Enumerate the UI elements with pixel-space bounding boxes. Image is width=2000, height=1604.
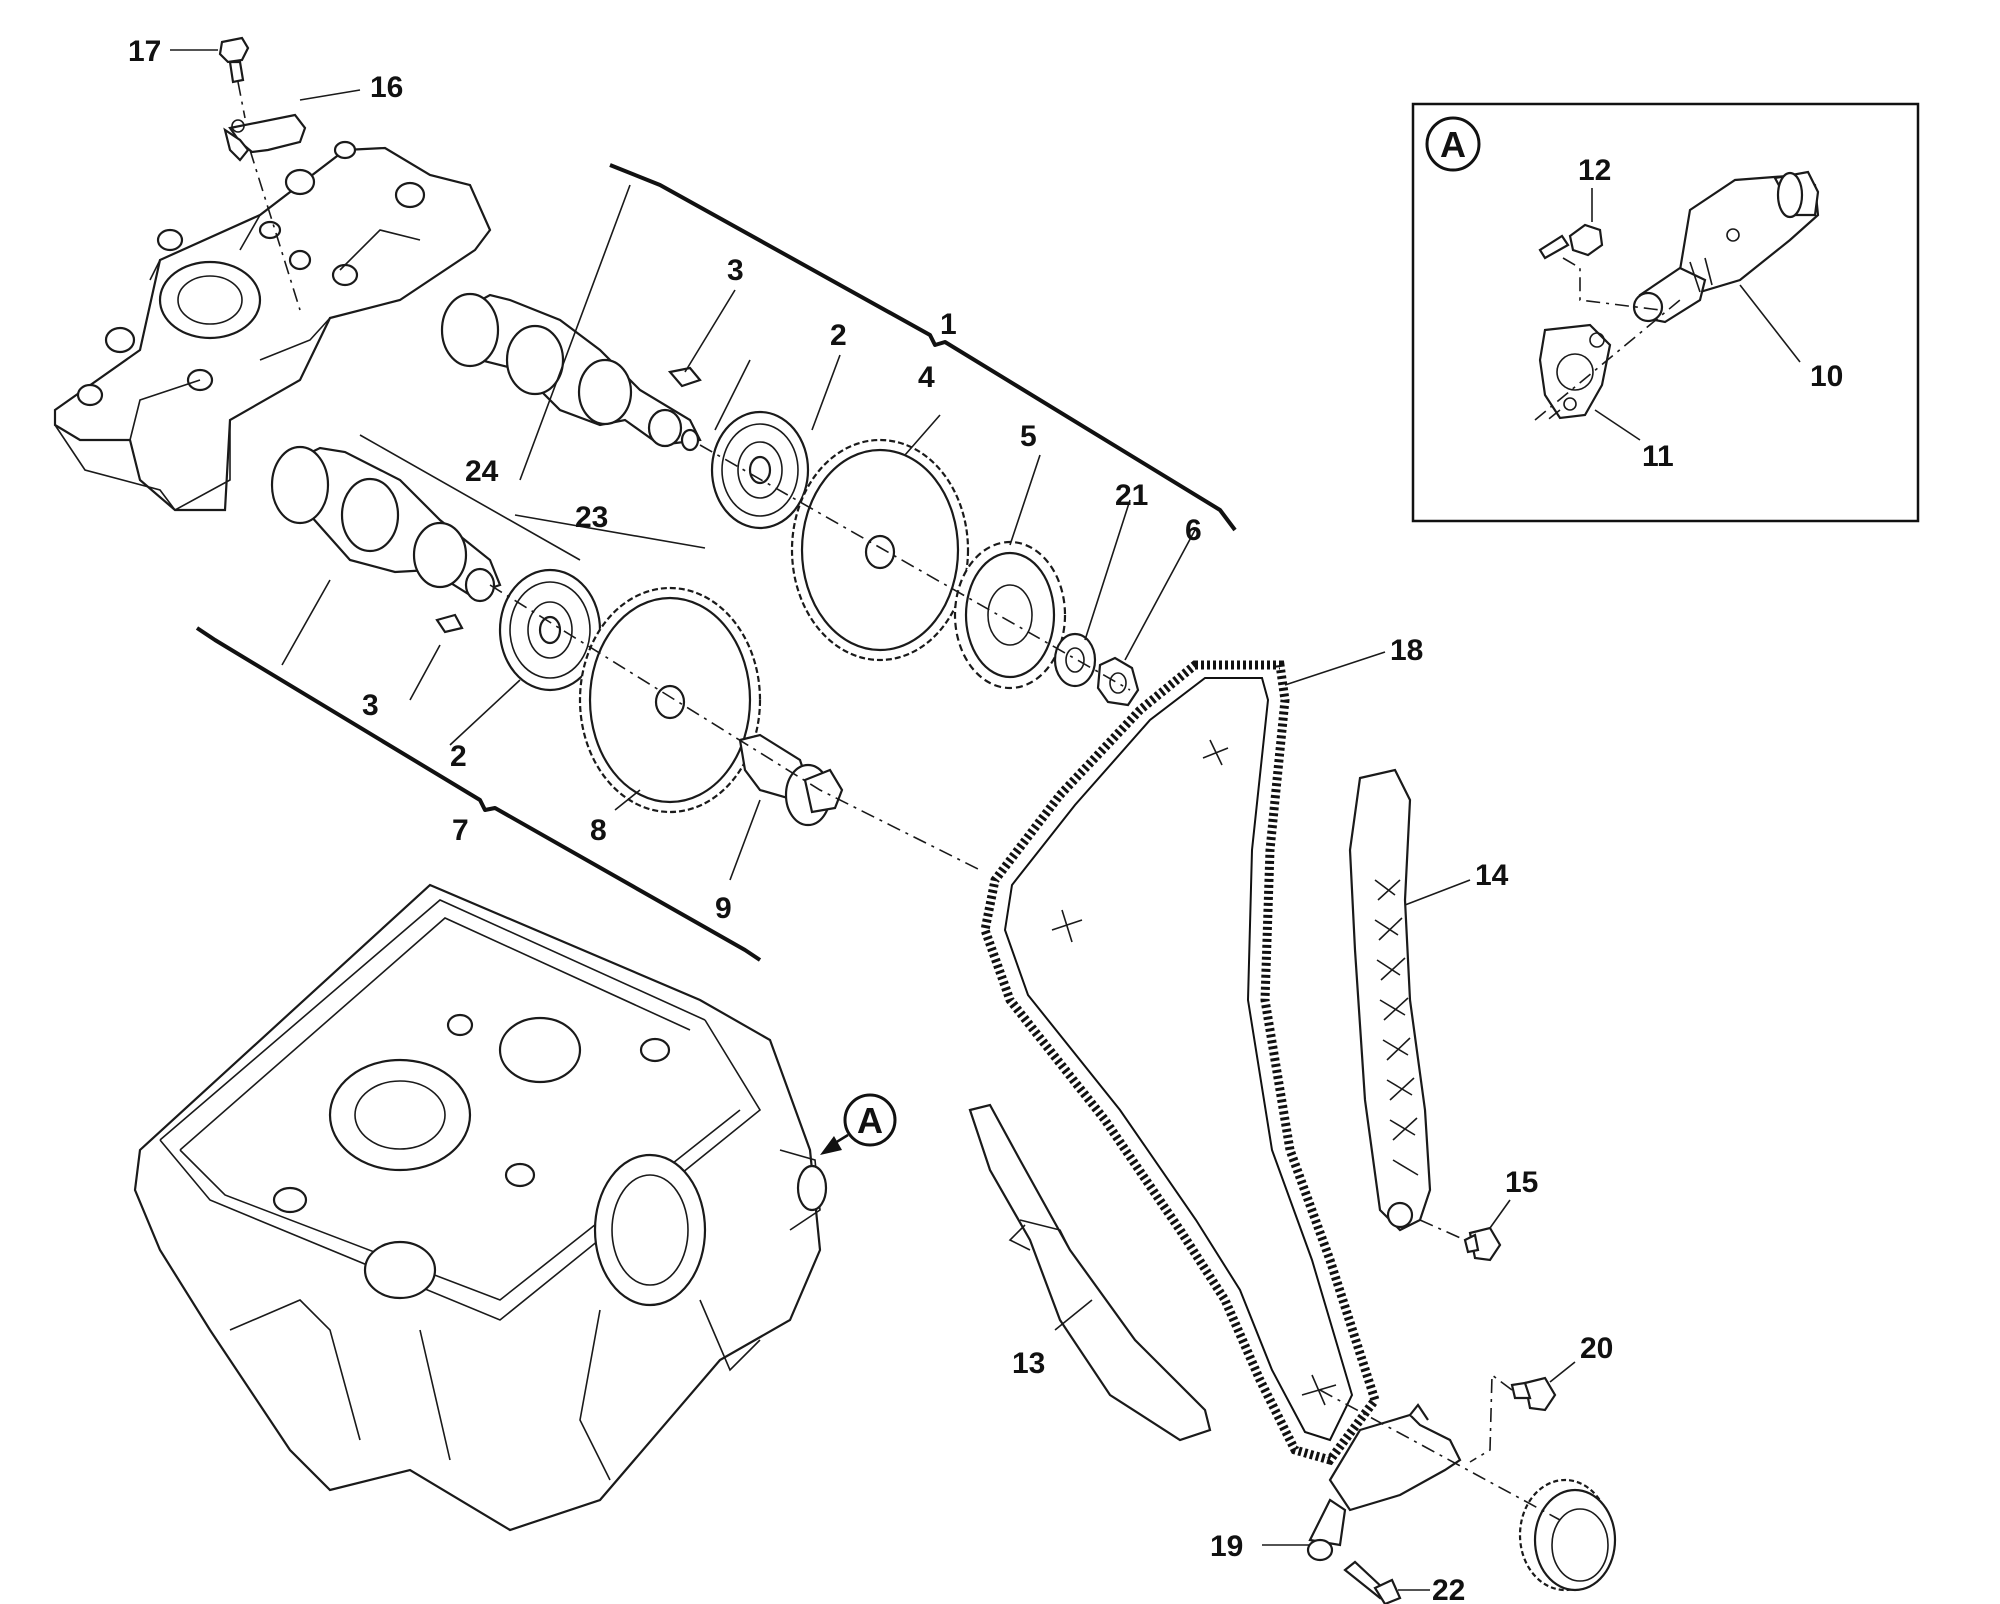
label-7: 7 xyxy=(452,814,469,847)
guide-clip-part-16 xyxy=(223,113,307,162)
label-16: 16 xyxy=(370,71,403,104)
idler-gear-part-5 xyxy=(953,540,1067,690)
tensioner-gasket-part-11 xyxy=(1538,323,1612,420)
label-17: 17 xyxy=(128,35,161,68)
tensioner-bolt-part-12 xyxy=(1538,223,1604,260)
label-2-lower: 2 xyxy=(450,740,467,773)
lower-cam-sprocket-part-8 xyxy=(578,586,762,814)
lower-key-part-3 xyxy=(435,613,464,634)
label-10: 10 xyxy=(1810,360,1843,393)
chain-tensioner-part-10 xyxy=(1632,170,1820,324)
upper-bearing-part-2 xyxy=(710,410,810,530)
upper-cam-sprocket-part-4 xyxy=(790,438,970,662)
upper-key-part-3 xyxy=(667,366,702,388)
view-a-marker: A xyxy=(857,1100,883,1141)
inset-a-marker: A xyxy=(1440,124,1466,165)
label-3-lower: 3 xyxy=(362,689,379,722)
guide-bolt-part-15 xyxy=(1463,1226,1502,1262)
label-22: 22 xyxy=(1432,1574,1465,1604)
chain-bracket-part-19 xyxy=(1306,1403,1462,1562)
label-15: 15 xyxy=(1505,1166,1538,1199)
label-6: 6 xyxy=(1185,514,1202,547)
brace-assembly-1 xyxy=(609,163,1237,532)
washer-part-21 xyxy=(1053,632,1097,688)
label-4: 4 xyxy=(918,361,935,394)
view-a-arrow: A xyxy=(820,1093,897,1155)
label-8: 8 xyxy=(590,814,607,847)
label-14: 14 xyxy=(1475,859,1509,892)
pivot-bolt-part-22 xyxy=(1343,1560,1402,1604)
label-9: 9 xyxy=(715,892,732,925)
bracket-bolt-part-20 xyxy=(1510,1376,1557,1412)
tensioner-guide-part-13 xyxy=(968,1103,1212,1442)
label-13: 13 xyxy=(1012,1347,1045,1380)
cylinder-head xyxy=(133,883,828,1532)
label-19: 19 xyxy=(1210,1530,1243,1563)
label-2-upper: 2 xyxy=(830,319,847,352)
label-21: 21 xyxy=(1115,479,1148,512)
label-5: 5 xyxy=(1020,420,1037,453)
label-20: 20 xyxy=(1580,1332,1613,1365)
sprocket-bolt-part-9 xyxy=(738,733,844,827)
timing-chain-part-18 xyxy=(980,660,1380,1466)
nut-part-6 xyxy=(1096,656,1140,707)
intake-camshaft-part-23 xyxy=(440,292,702,452)
camshaft-carrier xyxy=(53,140,492,512)
inset-a-panel: A 12 10 11 xyxy=(1411,102,1920,523)
label-23: 23 xyxy=(575,501,608,534)
guide-clip-bolt-part-17 xyxy=(218,36,250,84)
label-18: 18 xyxy=(1390,634,1423,667)
chain-guide-part-14 xyxy=(1348,768,1432,1232)
brace-assembly-7 xyxy=(195,626,762,962)
lower-bearing-part-2 xyxy=(498,568,602,692)
label-11: 11 xyxy=(1642,440,1674,473)
label-3-upper: 3 xyxy=(727,254,744,287)
crank-sprocket xyxy=(1518,1478,1617,1592)
exhaust-camshaft-part-24 xyxy=(270,445,502,603)
label-1: 1 xyxy=(940,308,957,341)
label-24: 24 xyxy=(465,455,499,488)
label-12: 12 xyxy=(1578,154,1611,187)
